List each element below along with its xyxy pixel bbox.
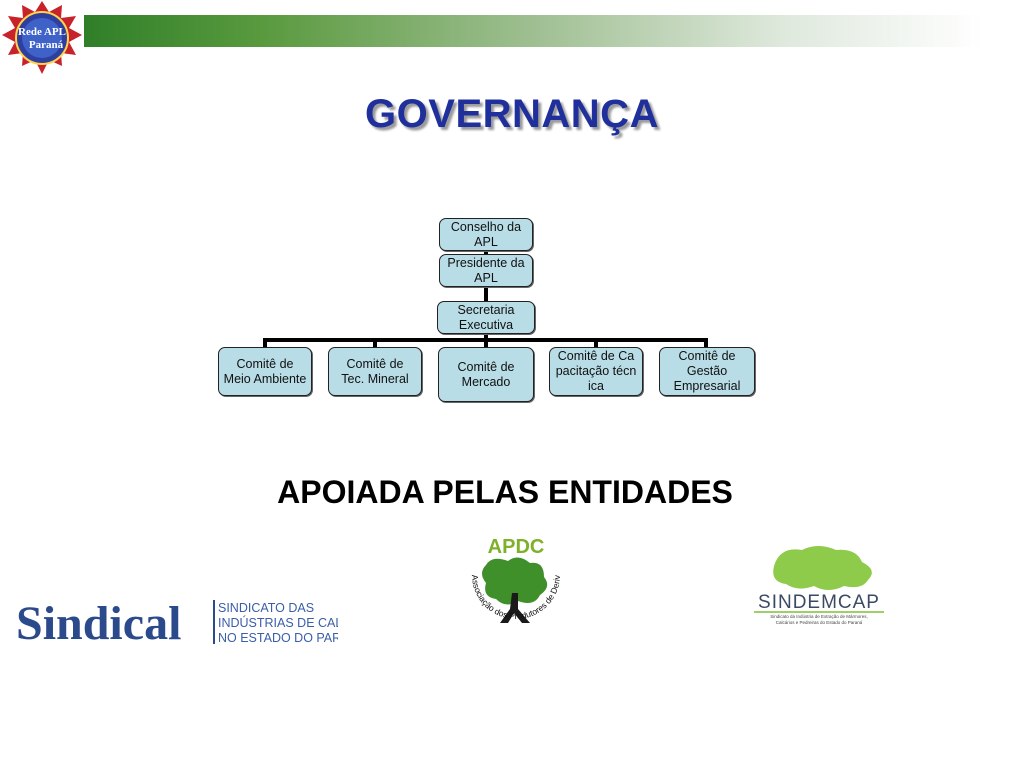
node-comite-meio-ambiente: Comitê de Meio Ambiente — [218, 347, 312, 396]
node-comite-capacitacao: Comitê de Capacitação técnica — [549, 347, 643, 396]
supporters-heading: APOIADA PELAS ENTIDADES — [277, 474, 733, 510]
node-secretaria-label: Secretaria Executiva — [457, 302, 515, 332]
node-comite-gestao-label: Comitê de Gestão Empresarial — [673, 349, 741, 393]
node-comite-mercado: Comitê de Mercado — [438, 347, 534, 402]
sindical-logo: Sindical SINDICATO DAS INDÚSTRIAS DE CAL… — [16, 597, 338, 648]
page-title: GOVERNANÇA — [365, 92, 659, 136]
sindical-name: Sindical — [16, 597, 181, 648]
apdc-logo: APDC Associação dos Produtores de Deriva… — [456, 531, 562, 623]
node-comite-tec-mineral-label: Comitê de Tec. Mineral — [341, 356, 409, 386]
node-secretaria: Secretaria Executiva — [437, 301, 535, 334]
header-bar — [84, 15, 984, 47]
sindemcap-name: SINDEMCAP — [758, 592, 880, 613]
node-comite-mercado-label: Comitê de Mercado — [457, 359, 515, 389]
rede-apl-logo: Rede APL Paraná — [2, 1, 82, 74]
logo-text-line1: Rede APL — [18, 26, 66, 38]
node-comite-tec-mineral: Comitê de Tec. Mineral — [328, 347, 422, 396]
node-comite-capacitacao-label: Comitê de Capacitação técnica — [555, 349, 637, 393]
sindical-tagline-3: NO ESTADO DO PARANÁ — [218, 630, 338, 645]
sindemcap-tagline: Sindicato da Indústria de Extração de Má… — [770, 614, 868, 625]
sindical-tagline-2: INDÚSTRIAS DE CAL — [218, 615, 338, 630]
node-presidente: Presidente da APL — [439, 254, 533, 287]
node-presidente-label: Presidente da APL — [447, 255, 525, 285]
node-conselho-label: Conselho da APL — [450, 219, 522, 249]
node-comite-meio-ambiente-label: Comitê de Meio Ambiente — [223, 356, 307, 386]
node-conselho: Conselho da APL — [439, 218, 533, 251]
apdc-acronym: APDC — [488, 536, 545, 558]
node-comite-gestao: Comitê de Gestão Empresarial — [659, 347, 755, 396]
sindical-tagline-1: SINDICATO DAS — [218, 601, 314, 615]
sindemcap-logo: SINDEMCAP Sindicato da Indústria de Extr… — [754, 546, 884, 625]
logo-text-line2: Paraná — [29, 39, 64, 51]
